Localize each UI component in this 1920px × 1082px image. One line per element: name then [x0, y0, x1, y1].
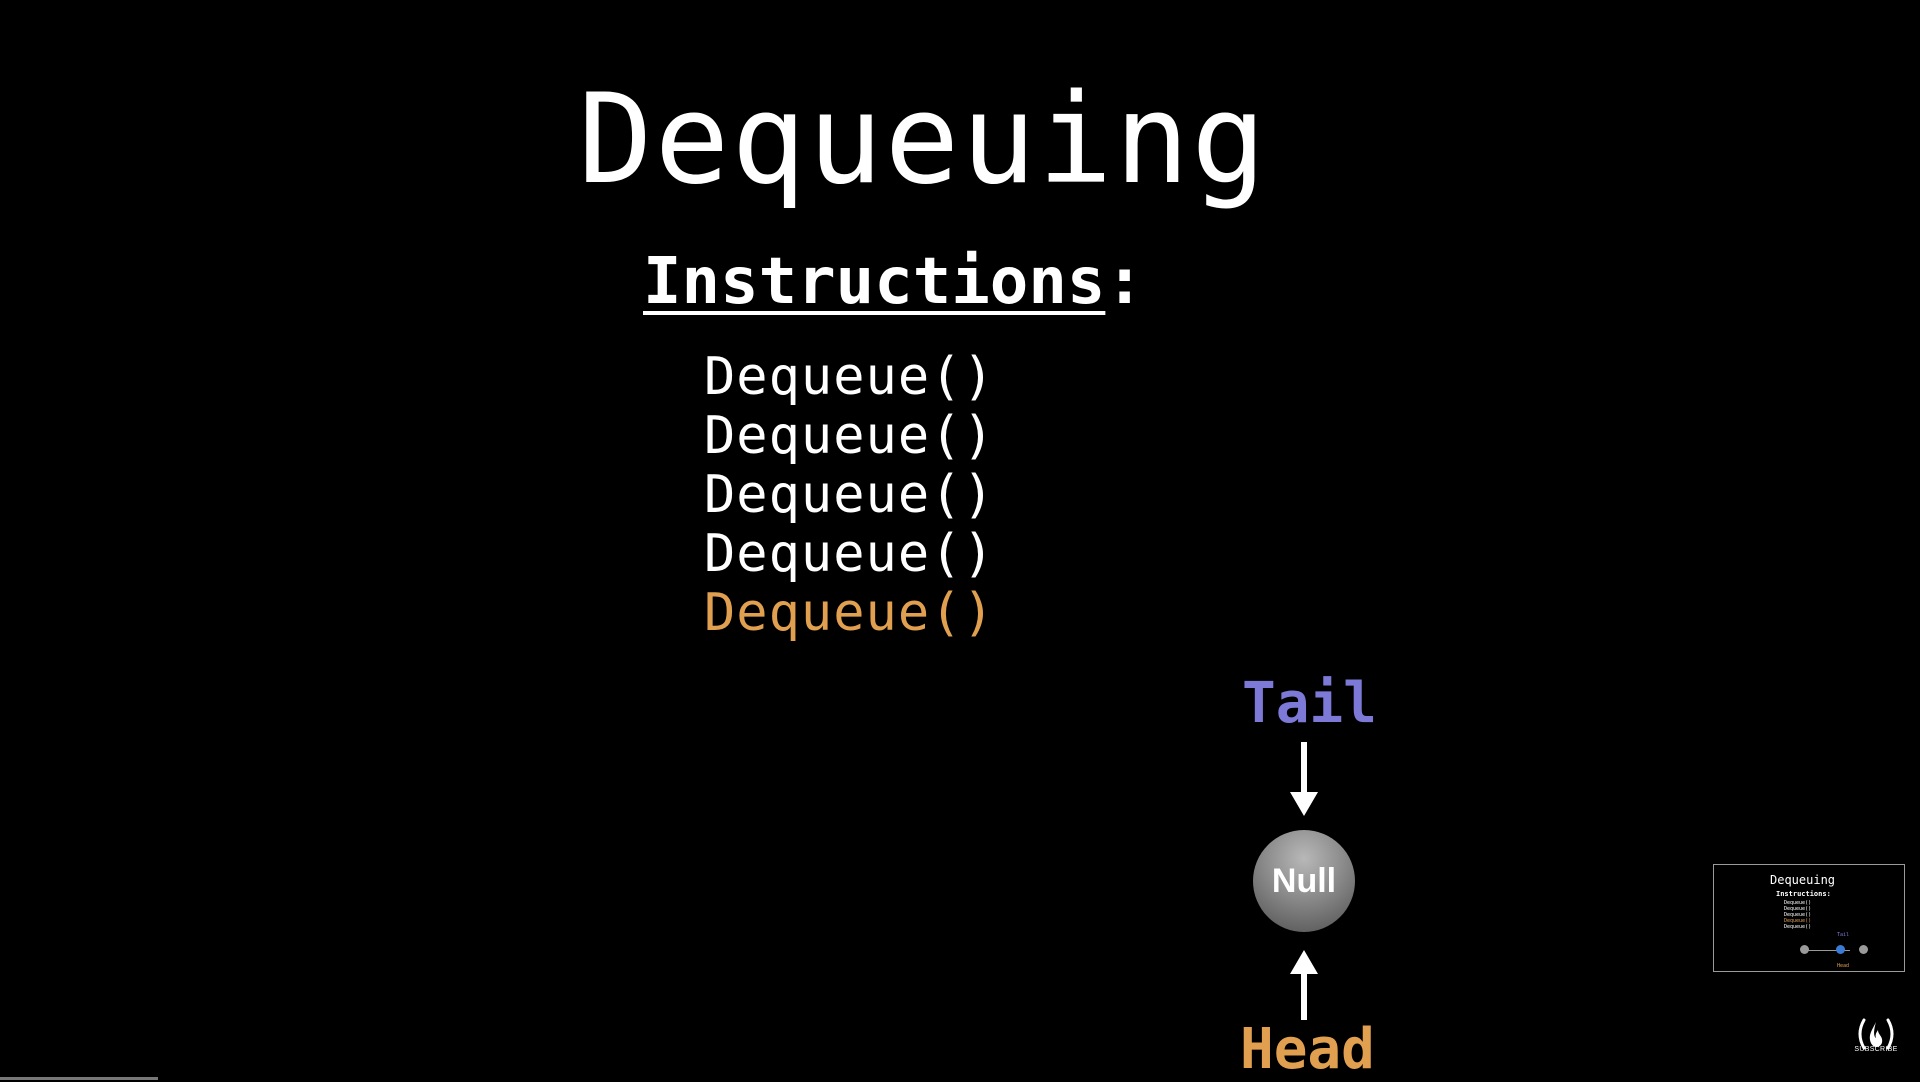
instructions-heading-colon: :: [1105, 245, 1144, 319]
thumbnail-node: [1800, 945, 1809, 954]
head-arrow-up-icon: [1290, 950, 1318, 1020]
thumbnail-instruction-item: Dequeue(): [1784, 924, 1812, 930]
thumbnail-instruction-item: Dequeue(): [1784, 906, 1812, 912]
tail-arrow-down-icon: [1290, 742, 1318, 816]
instruction-item: Dequeue(): [704, 524, 995, 584]
thumbnail-link-line: [1806, 950, 1850, 951]
thumbnail-instruction-item: Dequeue(): [1784, 918, 1812, 924]
instruction-item: Dequeue(): [704, 465, 995, 525]
freecodecamp-logo-icon[interactable]: [1852, 1014, 1900, 1054]
thumbnail-heading: Instructions:: [1776, 890, 1831, 898]
instructions-heading-text: Instructions: [643, 245, 1106, 319]
thumbnail-instruction-item: Dequeue(): [1784, 900, 1812, 906]
thumbnail-node: [1859, 945, 1868, 954]
thumbnail-node-current: [1836, 945, 1845, 954]
instruction-item: Dequeue(): [704, 347, 995, 407]
instructions-heading: Instructions:: [643, 250, 1144, 314]
head-label: Head: [1240, 1017, 1375, 1082]
tail-label: Tail: [1242, 671, 1377, 736]
thumbnail-instruction-item: Dequeue(): [1784, 912, 1812, 918]
video-progress-bar[interactable]: [0, 1077, 158, 1080]
thumbnail-tail-label: Tail: [1837, 932, 1850, 938]
thumbnail-head-label: Head: [1837, 963, 1850, 969]
subscribe-label[interactable]: SUBSCRIBE: [1854, 1046, 1898, 1053]
instruction-item-current: Dequeue(): [704, 583, 995, 643]
slide-title: Dequeuing: [578, 68, 1268, 212]
queue-node-null: Null: [1253, 830, 1355, 932]
next-video-thumbnail[interactable]: Dequeuing Instructions: Dequeue() Dequeu…: [1713, 864, 1905, 972]
instruction-list: Dequeue() Dequeue() Dequeue() Dequeue() …: [704, 348, 995, 643]
node-label: Null: [1271, 861, 1337, 900]
instruction-item: Dequeue(): [704, 406, 995, 466]
thumbnail-title: Dequeuing: [1770, 873, 1836, 887]
thumbnail-instruction-list: Dequeue() Dequeue() Dequeue() Dequeue() …: [1784, 900, 1811, 930]
